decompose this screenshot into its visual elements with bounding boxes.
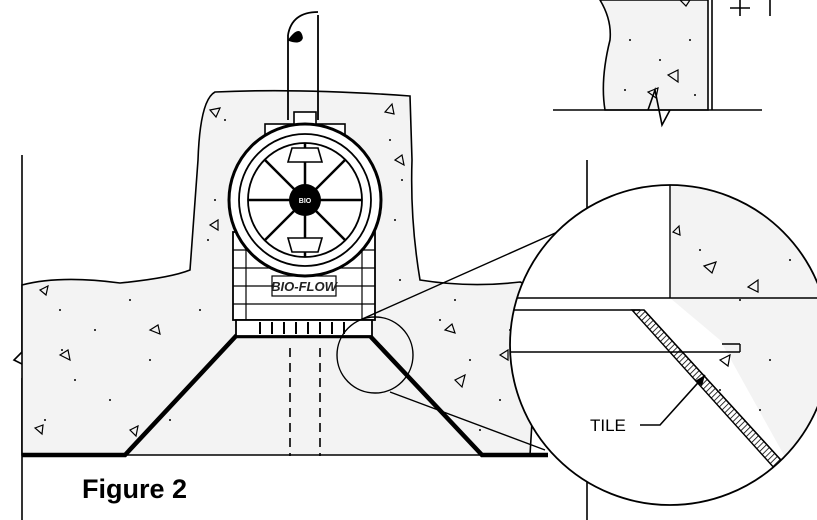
- column-inset: [553, 0, 771, 128]
- zoom-leaders: [359, 221, 581, 451]
- tile-callout-label: TILE: [590, 416, 626, 435]
- outlet-pipe: [289, 348, 321, 456]
- zoom-detail: TILE: [509, 184, 817, 506]
- figure-caption: Figure 2: [82, 474, 188, 504]
- detail-marker-circle: [336, 316, 414, 394]
- vent-pipe: [287, 11, 319, 120]
- unit-brand-label: BIO-FLOW: [271, 279, 338, 294]
- hub-logo: BIO: [299, 198, 312, 205]
- aggregate-marks: [33, 102, 509, 438]
- treatment-unit: BIO-FLOW BIO: [227, 111, 383, 337]
